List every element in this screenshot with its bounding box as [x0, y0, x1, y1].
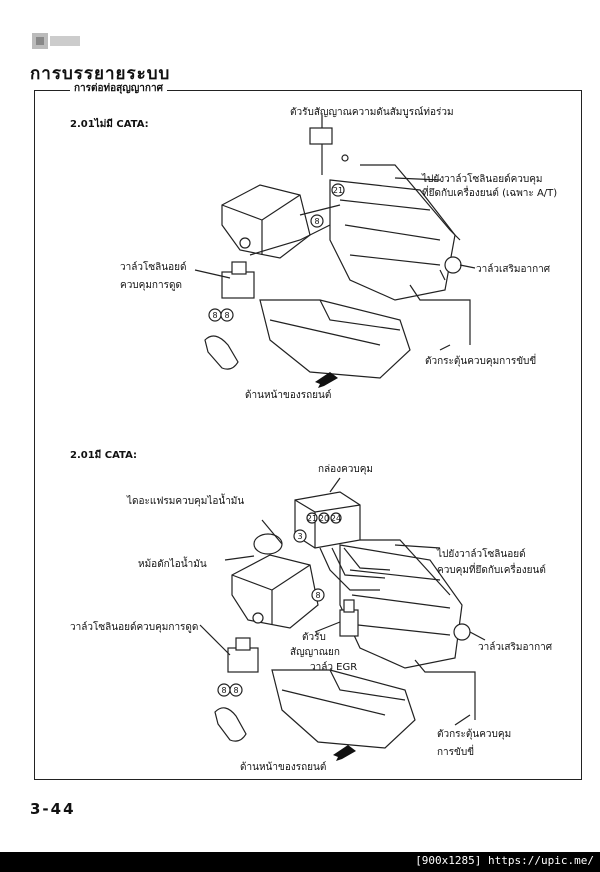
diagram2-caption: 2.01มี CATA: — [70, 450, 138, 461]
svg-text:8: 8 — [221, 686, 226, 695]
svg-text:20: 20 — [319, 514, 329, 523]
egr-sensor-label-2: สัญญาณยก — [290, 647, 340, 658]
canister-label: หม้อดักไอน้ำมัน — [138, 559, 207, 570]
egr-lift-sensor-icon — [339, 599, 359, 637]
solenoid-label-1: วาล์วโซลินอยด์ — [120, 262, 187, 273]
egr-sensor-label-3: วาล์ว EGR — [310, 662, 358, 673]
svg-text:8: 8 — [233, 686, 238, 695]
valve-cover-icon — [271, 669, 416, 749]
svg-text:21: 21 — [333, 186, 343, 195]
solenoid-valve-icon — [208, 261, 255, 322]
purge-diaphragm-label: ไดอะแฟรมควบคุมไอน้ำมัน — [127, 496, 245, 507]
svg-text:8: 8 — [314, 217, 319, 226]
map-sensor-icon — [309, 127, 349, 175]
valve-cover-icon — [259, 299, 411, 379]
solenoid-label: วาล์วโซลินอยด์ควบคุมการดูด — [70, 622, 199, 633]
front-arrow-icon — [333, 745, 356, 761]
to-solenoid-label-1: ไปยังวาล์วโซลินอยด์ควบคุม — [422, 174, 543, 185]
damper-actuator-label-1: ตัวกระตุ้นควบคุม — [437, 729, 512, 740]
solenoid-valve-icon — [217, 637, 259, 697]
solenoid-label-2: ควบคุมการดูด — [120, 280, 182, 291]
air-cleaner-icon — [231, 554, 319, 629]
chapter-title: การบรรยายระบบ — [30, 64, 171, 84]
footer-text: [900x1285] https://upic.me/ — [415, 854, 594, 867]
egr-sensor-label-1: ตัวรับ — [302, 632, 326, 643]
svg-text:24: 24 — [331, 514, 341, 523]
page-number: 3-44 — [30, 800, 76, 818]
intake-manifold-icon — [329, 179, 456, 301]
iac-valve-icon — [453, 623, 471, 641]
image-host-footer: [900x1285] https://upic.me/ — [0, 852, 600, 872]
damper-actuator-label-2: การขับขี่ — [437, 747, 475, 758]
purge-diaphragm-icon — [253, 533, 283, 555]
control-box-label: กล่องควบคุม — [318, 464, 374, 475]
to-solenoid-label-2: ที่ยึดกับเครื่องยนต์ (เฉพาะ A/T) — [422, 188, 558, 199]
front-arrow-icon — [315, 372, 338, 388]
svg-text:21: 21 — [307, 514, 317, 523]
front-of-vehicle-label: ด้านหน้าของรถยนต์ — [240, 762, 327, 773]
map-sensor-label: ตัวรับสัญญาณความดันสัมบูรณ์ท่อร่วม — [290, 107, 454, 118]
damper-actuator-label: ตัวกระตุ้นควบคุมการขับขี่ — [425, 356, 537, 367]
content-frame — [34, 90, 582, 780]
publisher-logo-icon — [32, 33, 80, 49]
svg-text:8: 8 — [224, 311, 229, 320]
section-label: การต่อท่อสุญญากาศ — [70, 81, 167, 96]
svg-text:8: 8 — [212, 311, 217, 320]
front-of-vehicle-label: ด้านหน้าของรถยนต์ — [245, 390, 332, 401]
control-box-icon — [294, 491, 361, 549]
iac-valve-label: วาล์วเสริมอากาศ — [476, 264, 551, 275]
to-solenoid-label-1: ไปยังวาล์วโซลินอยด์ — [437, 549, 526, 560]
svg-text:8: 8 — [315, 591, 320, 600]
svg-text:3: 3 — [297, 532, 302, 541]
iac-valve-label: วาล์วเสริมอากาศ — [478, 642, 553, 653]
diagram1-caption: 2.01ไม่มี CATA: — [70, 119, 149, 130]
to-solenoid-label-2: ควบคุมที่ยึดกับเครื่องยนต์ — [437, 565, 546, 576]
